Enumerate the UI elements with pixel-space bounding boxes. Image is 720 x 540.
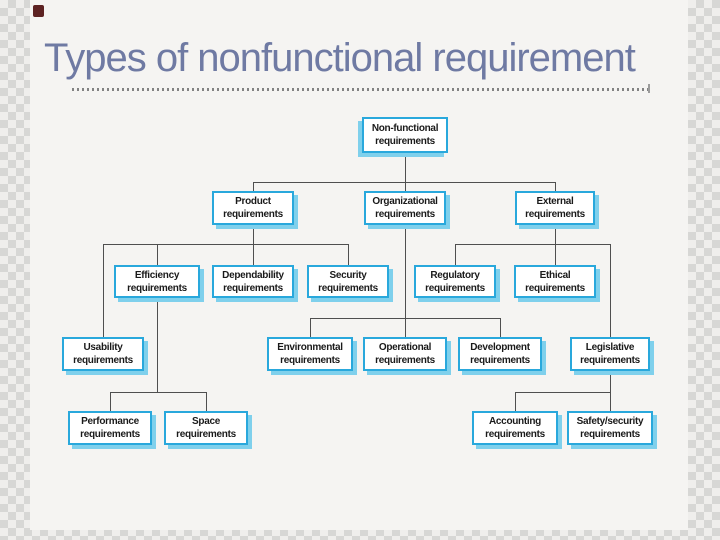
node-label-line1: Organizational [372, 196, 438, 207]
node-label-line2: requirements [127, 282, 187, 294]
node-safety_security: Safety/security requirements [567, 411, 653, 445]
connector-line [405, 225, 406, 337]
node-label-line1: Product [235, 196, 271, 207]
connector-line [500, 318, 501, 337]
connector-line [455, 244, 456, 265]
node-label-line2: requirements [80, 429, 140, 440]
node-environmental: Environmental requirements [267, 337, 353, 371]
node-space: Space requirements [164, 411, 248, 445]
node-label-line2: requirements [223, 282, 283, 294]
node-label-line1: Regulatory [430, 269, 480, 281]
connector-line [515, 392, 516, 411]
node-label-line1: Environmental [277, 342, 343, 353]
node-label-line2: requirements [375, 209, 435, 220]
node-legislative: Legislative requirements [570, 337, 650, 371]
node-label-line2: requirements [425, 282, 485, 294]
connector-line [253, 182, 556, 183]
node-label-line1: Space [192, 416, 220, 427]
node-label-line1: Performance [81, 416, 139, 427]
corner-bullet-decoration [33, 5, 44, 17]
connector-line [348, 244, 349, 265]
node-label-line1: Development [470, 342, 530, 353]
node-label-line2: requirements [176, 429, 236, 440]
node-label-line2: requirements [470, 355, 530, 366]
connector-line [103, 244, 349, 245]
connector-line [157, 298, 158, 393]
node-label-line2: requirements [525, 209, 585, 220]
node-label-line2: requirements [375, 355, 435, 366]
node-label-line2: requirements [318, 282, 378, 294]
connector-line [253, 244, 254, 265]
connector-line [610, 371, 611, 411]
node-external: External requirements [515, 191, 595, 225]
node-performance: Performance requirements [68, 411, 152, 445]
node-label-line2: requirements [375, 136, 435, 147]
node-label-line1: Ethical [539, 269, 571, 281]
connector-line [110, 392, 207, 393]
connector-line [555, 225, 556, 265]
dotted-divider-end-tick [648, 84, 650, 93]
node-label-line1: Safety/security [576, 416, 644, 427]
dotted-divider [72, 88, 648, 91]
connector-line [405, 152, 406, 183]
node-development: Development requirements [458, 337, 542, 371]
node-label-line2: requirements [525, 282, 585, 294]
node-usability: Usability requirements [62, 337, 144, 371]
node-label-line1: Accounting [489, 416, 541, 427]
node-label-line1: Non-functional [371, 123, 439, 134]
node-organizational: Organizational requirements [364, 191, 446, 225]
node-label-line1: Efficiency [134, 269, 180, 281]
node-label-line1: Operational [378, 342, 432, 353]
connector-line [110, 392, 111, 411]
node-nonfunctional: Non-functional requirements [362, 117, 448, 153]
node-label-line2: requirements [280, 355, 340, 366]
node-label-line2: requirements [485, 429, 545, 440]
node-label-line2: requirements [223, 209, 283, 220]
connector-line [515, 392, 611, 393]
page-title: Types of nonfunctional requirement [44, 36, 636, 80]
node-label-line1: Usability [83, 342, 123, 353]
node-operational: Operational requirements [363, 337, 447, 371]
connector-line [310, 318, 311, 337]
connector-line [455, 244, 611, 245]
node-label-line2: requirements [73, 355, 133, 366]
node-label-line2: requirements [580, 355, 640, 366]
connector-line [555, 182, 556, 191]
node-label-line1: Security [329, 269, 367, 281]
connector-line [157, 244, 158, 265]
connector-line [405, 182, 406, 191]
node-product: Product requirements [212, 191, 294, 225]
connector-line [253, 182, 254, 191]
node-label-line1: Legislative [585, 342, 635, 353]
connector-line [206, 392, 207, 411]
node-accounting: Accounting requirements [472, 411, 558, 445]
node-label-line2: requirements [580, 429, 640, 440]
connector-line [610, 244, 611, 337]
connector-line [253, 225, 254, 245]
connector-line [103, 244, 104, 337]
node-label-line1: Dependability [222, 269, 284, 281]
node-label-line1: External [536, 196, 574, 207]
